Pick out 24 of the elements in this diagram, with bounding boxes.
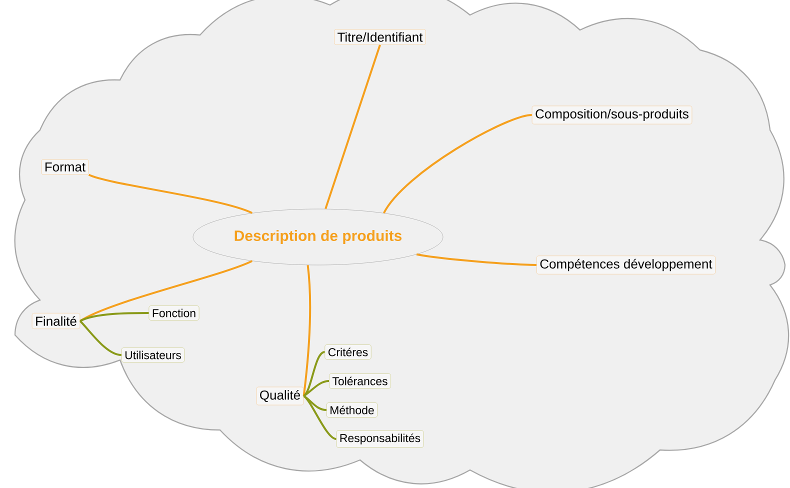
connector <box>80 260 253 322</box>
topic-box: Qualité <box>256 386 304 406</box>
subtopic-box: Responsabilités <box>336 430 424 448</box>
subtopic-box: Méthode <box>326 402 378 418</box>
connector <box>303 351 325 397</box>
connector <box>302 265 312 396</box>
subtopic-box: Fonction <box>148 306 200 320</box>
connector <box>80 312 149 322</box>
connector <box>416 253 536 266</box>
connector <box>303 380 330 397</box>
subtopic-box: Critéres <box>324 344 372 360</box>
subtopic-box: Utilisateurs <box>121 348 185 362</box>
connector <box>303 395 336 440</box>
connector <box>303 395 326 411</box>
topic-box: Composition/sous-produits <box>532 106 692 124</box>
topic-box: Format <box>41 159 89 175</box>
topic-box: Finalité <box>32 312 80 330</box>
connector <box>324 44 381 210</box>
connector <box>383 114 532 214</box>
subtopic-box: Tolérances <box>329 374 391 388</box>
connector <box>79 320 122 356</box>
connector <box>88 174 252 214</box>
topic-box: Compétences développement <box>536 256 716 274</box>
topic-box: Titre/Identifiant <box>334 29 426 45</box>
